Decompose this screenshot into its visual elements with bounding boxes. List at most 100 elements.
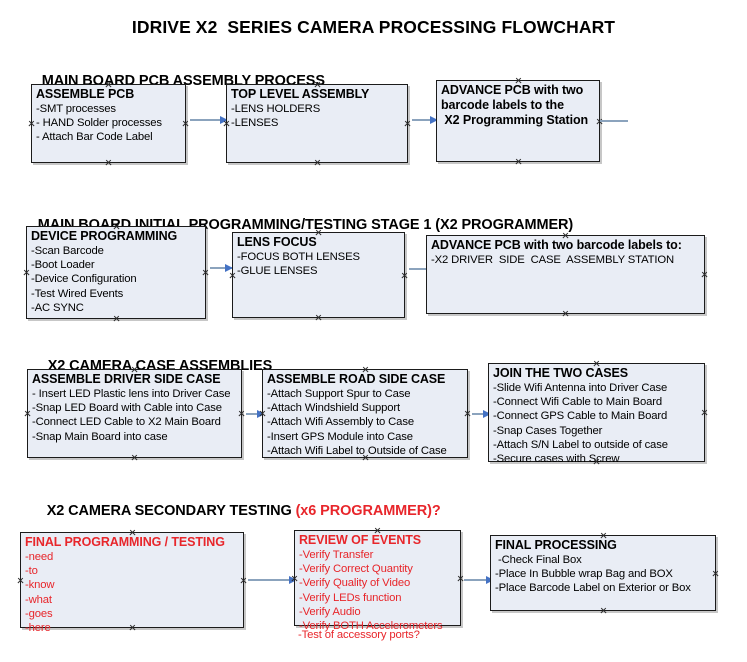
resize-handle-bottom[interactable] — [105, 159, 112, 166]
node-line: -here — [25, 622, 51, 635]
resize-handle-bottom[interactable] — [314, 159, 321, 166]
resize-handle-right[interactable] — [182, 120, 189, 127]
node-line: -Connect GPS Cable to Main Board — [493, 410, 668, 423]
node-assemble-pcb[interactable]: ASSEMBLE PCB -SMT processes - HAND Solde… — [31, 84, 186, 163]
node-title: ASSEMBLE ROAD SIDE CASE — [267, 372, 446, 386]
node-line: -Device Configuration — [31, 273, 137, 286]
node-final-programming-testing[interactable]: FINAL PROGRAMMING / TESTING -need -to -k… — [17, 532, 247, 634]
node-top-level-assembly[interactable]: TOP LEVEL ASSEMBLY -LENS HOLDERS -LENSES — [226, 84, 408, 163]
section-heading-text: X2 CAMERA SECONDARY TESTING — [46, 503, 296, 519]
resize-handle-right[interactable] — [202, 269, 209, 276]
node-line: -Check Final Box — [495, 554, 582, 566]
resize-handle-right[interactable] — [701, 409, 708, 416]
connector-review-events-to-final-processing — [464, 575, 494, 584]
node-line: - Insert LED Plastic lens into Driver Ca… — [32, 388, 231, 400]
connector-assemble-pcb-to-top-level — [190, 115, 228, 124]
node-line: -LENSES — [231, 117, 279, 130]
node-line: -FOCUS BOTH LENSES — [237, 251, 360, 263]
resize-handle-right[interactable] — [401, 272, 408, 279]
node-line: -what — [25, 593, 52, 606]
resize-handle-bottom[interactable] — [515, 158, 522, 165]
node-title: DEVICE PROGRAMMING — [31, 229, 178, 243]
node-line: -need — [25, 551, 54, 563]
resize-handle-left[interactable] — [28, 120, 35, 127]
node-line: -Scan Barcode — [31, 245, 104, 257]
node-title: FINAL PROGRAMMING / TESTING — [25, 535, 225, 549]
node-line: -Snap LED Board with Cable into Case — [32, 402, 222, 415]
page-title: IDRIVE X2 SERIES CAMERA PROCESSING FLOWC… — [131, 17, 616, 37]
node-line: -X2 DRIVER SIDE CASE ASSEMBLY STATION — [431, 254, 675, 266]
node-title: ADVANCE PCB with two barcode labels to: — [431, 238, 682, 252]
resize-handle-bottom[interactable] — [315, 314, 322, 321]
node-line: -Secure cases with Screw — [493, 453, 620, 466]
node-overflow-line-review-of-events: -Test of accessory ports? — [298, 629, 420, 641]
resize-handle-bottom[interactable] — [131, 454, 138, 461]
node-title: ASSEMBLE DRIVER SIDE CASE — [32, 372, 221, 386]
resize-handle-bottom[interactable] — [562, 310, 569, 317]
node-line: -SMT processes — [36, 103, 116, 115]
node-line: -LENS HOLDERS — [231, 103, 321, 115]
node-line: -goes — [25, 607, 53, 620]
connector-road-case-to-join-cases — [472, 409, 491, 418]
node-line: -Connect Wifi Cable to Main Board — [493, 396, 662, 409]
node-line: -to — [25, 565, 38, 578]
node-advance-pcb-driver-side-station[interactable]: ADVANCE PCB with two barcode labels to: … — [426, 235, 705, 314]
node-line: -Verify Correct Quantity — [299, 563, 413, 576]
node-lens-focus[interactable]: LENS FOCUS -FOCUS BOTH LENSES -GLUE LENS… — [232, 232, 405, 318]
resize-handle-right[interactable] — [712, 570, 719, 577]
node-line: -Verify Quality of Video — [299, 577, 411, 590]
resize-handle-right[interactable] — [457, 575, 464, 582]
node-assemble-road-side-case[interactable]: ASSEMBLE ROAD SIDE CASE -Attach Support … — [262, 369, 468, 458]
node-line: -Snap Cases Together — [493, 424, 603, 437]
node-line: barcode labels to the — [441, 98, 564, 112]
connector-stub-row1-right — [600, 120, 628, 122]
resize-handle-right[interactable] — [238, 410, 245, 417]
node-line: -Attach Windshield Support — [267, 402, 400, 415]
node-line: -Verify BOTH Accelerometers — [299, 620, 443, 633]
node-line: - Attach Bar Code Label — [36, 131, 153, 144]
resize-handle-left[interactable] — [23, 269, 30, 276]
node-advance-pcb-programming-station[interactable]: ADVANCE PCB with two barcode labels to t… — [436, 80, 600, 162]
resize-handle-left[interactable] — [17, 577, 24, 584]
resize-handle-left[interactable] — [229, 272, 236, 279]
resize-handle-left[interactable] — [24, 410, 31, 417]
node-line: -Verify Audio — [299, 605, 361, 618]
resize-handle-right[interactable] — [464, 410, 471, 417]
node-line: X2 Programming Station — [441, 113, 589, 127]
node-title: ASSEMBLE PCB — [36, 87, 135, 101]
node-line: -Boot Loader — [31, 259, 95, 272]
resize-handle-right[interactable] — [404, 120, 411, 127]
node-line: -Place Barcode Label on Exterior or Box — [495, 582, 691, 595]
connector-final-programming-to-review-events — [248, 575, 297, 584]
resize-handle-right[interactable] — [240, 577, 247, 584]
node-title: TOP LEVEL ASSEMBLY — [231, 87, 370, 101]
node-line: -Test Wired Events — [31, 287, 124, 300]
node-line: -Verify LEDs function — [299, 591, 402, 604]
node-line: -Verify Transfer — [299, 549, 374, 561]
node-line: - HAND Solder processes — [36, 117, 162, 130]
section-heading-accent: (x6 PROGRAMMER)? — [295, 503, 441, 519]
node-line: -know — [25, 579, 55, 592]
node-title: LENS FOCUS — [237, 235, 317, 249]
section-heading-secondary-testing: X2 CAMERA SECONDARY TESTING (x6 PROGRAMM… — [31, 487, 441, 535]
node-line: -Attach Wifi Assembly to Case — [267, 416, 414, 429]
node-final-processing[interactable]: FINAL PROCESSING -Check Final Box -Place… — [490, 535, 716, 611]
resize-handle-bottom[interactable] — [600, 607, 607, 614]
node-line: -Connect LED Cable to X2 Main Board — [32, 416, 221, 429]
node-review-of-events[interactable]: REVIEW OF EVENTS -Verify Transfer -Verif… — [294, 530, 464, 632]
node-assemble-driver-side-case[interactable]: ASSEMBLE DRIVER SIDE CASE - Insert LED P… — [27, 369, 242, 458]
resize-handle-bottom[interactable] — [113, 315, 120, 322]
node-line: -Attach Wifi Label to Outside of Case — [267, 444, 447, 457]
node-title: FINAL PROCESSING — [495, 538, 617, 552]
node-device-programming[interactable]: DEVICE PROGRAMMING -Scan Barcode -Boot L… — [26, 226, 206, 319]
connector-top-level-to-advance-pcb — [412, 115, 438, 124]
resize-handle-right[interactable] — [701, 271, 708, 278]
node-line: -Insert GPS Module into Case — [267, 430, 413, 443]
node-title: ADVANCE PCB with two — [441, 83, 584, 97]
node-join-the-two-cases[interactable]: JOIN THE TWO CASES -Slide Wifi Antenna i… — [488, 363, 708, 465]
node-line: -Attach Support Spur to Case — [267, 388, 411, 400]
node-line: -Place In Bubble wrap Bag and BOX — [495, 568, 673, 581]
node-line: -GLUE LENSES — [237, 265, 318, 278]
connector-driver-case-to-road-case — [246, 409, 265, 418]
node-line: -AC SYNC — [31, 301, 84, 314]
